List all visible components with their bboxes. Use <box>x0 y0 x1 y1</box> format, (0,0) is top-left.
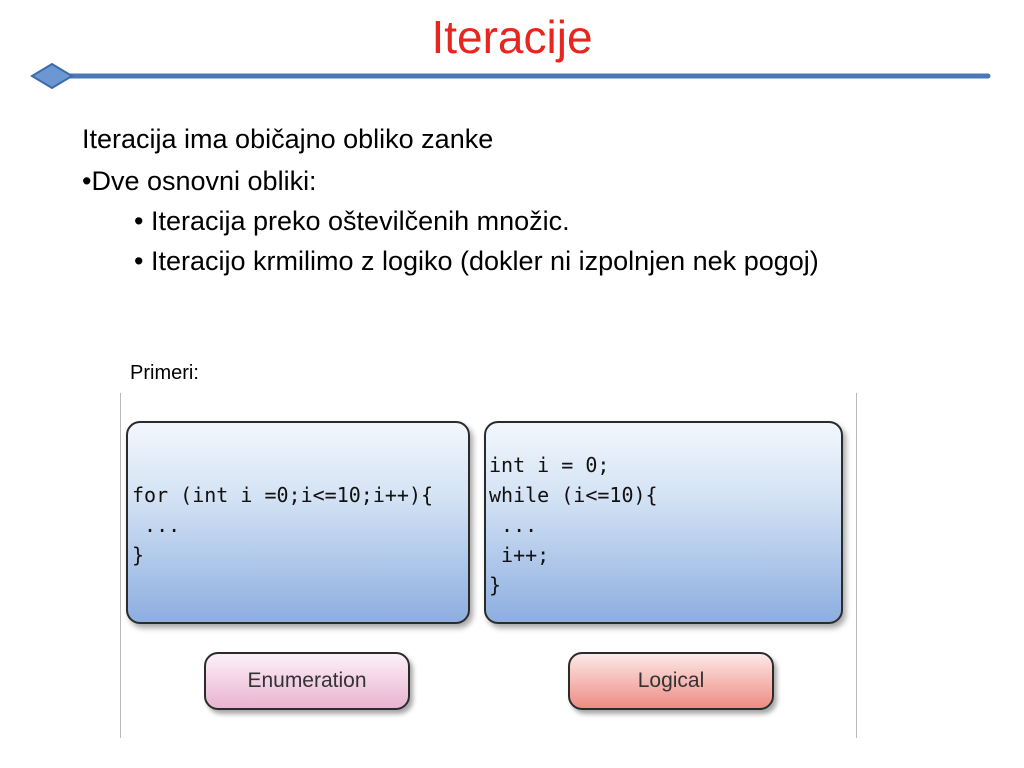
bullet-main: •Dve osnovni obliki: <box>82 166 317 196</box>
examples-label: Primeri: <box>130 362 199 384</box>
intro-line: Iteracija ima običajno obliko zanke <box>82 124 494 154</box>
enumeration-code: for (int i =0;i<=10;i++){ ... } <box>132 483 434 567</box>
logical-code: int i = 0; while (i<=10){ ... i++; } <box>489 453 658 597</box>
diamond-icon <box>30 62 74 90</box>
enumeration-code-box: for (int i =0;i<=10;i++){ ... } <box>126 421 470 624</box>
logical-label: Logical <box>568 652 774 710</box>
bullet-sub-enumeration: • Iteracija preko oštevilčenih množic. <box>134 206 570 236</box>
bullet-sub-logical: • Iteracijo krmilimo z logiko (dokler ni… <box>134 246 819 276</box>
diagram-border-right <box>856 393 857 738</box>
diagram-border-left <box>120 393 121 738</box>
title-divider <box>30 62 991 90</box>
slide-title: Iteracije <box>431 11 593 63</box>
logical-code-box: int i = 0; while (i<=10){ ... i++; } <box>484 421 843 624</box>
enumeration-label: Enumeration <box>204 652 410 710</box>
